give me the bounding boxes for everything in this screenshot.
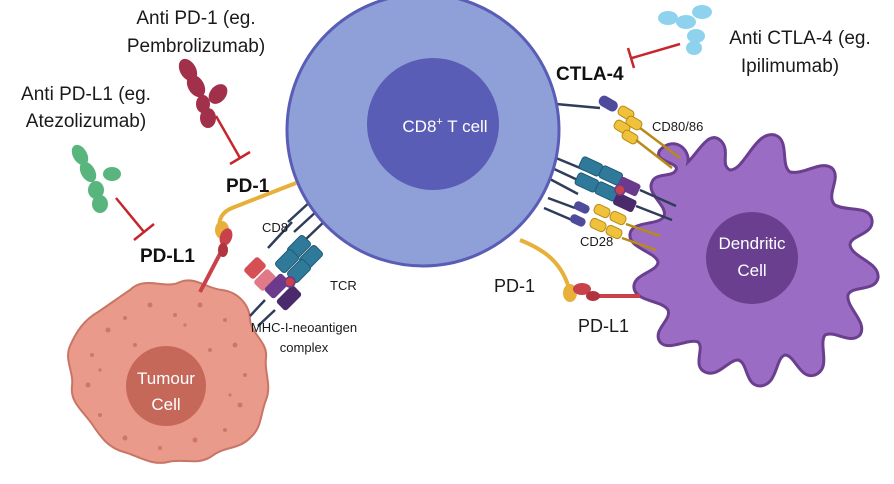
pd1-pdl1-left: [198, 181, 297, 293]
anti-pd1-inhibition-line: [214, 115, 251, 166]
t-cell: CD8+ T cell: [285, 0, 561, 268]
tcr-mhc-complex: [244, 199, 329, 327]
pd1-receptor-right: [519, 238, 570, 286]
anti-pdl1-label-line2: Atezolizumab): [26, 111, 146, 132]
ctla4-label: CTLA-4: [556, 64, 624, 85]
mhc-label-line2: complex: [280, 340, 329, 355]
dendritic-cell-nucleus: [706, 212, 798, 304]
pd1-right-label: PD-1: [494, 276, 535, 296]
tcr-mhc-right: [547, 156, 677, 222]
cd28-cd80-lower: [543, 196, 661, 252]
tumour-cell-speckles: [85, 302, 247, 450]
cd28-receptor: [573, 201, 590, 214]
pdl1-right-label: PD-L1: [578, 316, 629, 336]
anti-pdl1-label-line1: Anti PD-L1 (eg.: [21, 84, 151, 105]
pdl1-left-label: PD-L1: [140, 246, 195, 267]
dendritic-cell-label-line2: Cell: [737, 261, 766, 280]
tumour-cell-label-line1: Tumour: [137, 369, 195, 388]
dendritic-cell-label-line1: Dendritic: [718, 234, 786, 253]
pd1-pdl1-right: [519, 238, 640, 302]
mhc-label-line1: MHC-I-neoantigen: [251, 320, 357, 335]
anti-pdl1-inhibition-line: [115, 197, 155, 241]
tumour-cell: Tumour Cell: [67, 279, 270, 464]
tcr-label: TCR: [330, 278, 357, 293]
anti-pd1-label-line2: Pembrolizumab): [127, 36, 265, 57]
mhc-neoantigen: [249, 273, 302, 327]
dendritic-cell: Dendritic Cell: [628, 133, 880, 388]
anti-pd1-antibody: [178, 58, 228, 128]
cd8-label: CD8: [262, 220, 288, 235]
anti-ctla4-inhibition-line: [626, 42, 681, 69]
t-cell-nucleus: [367, 58, 499, 190]
anti-pdl1-antibody: [71, 144, 121, 213]
cd80-86-label: CD80/86: [652, 119, 703, 134]
anti-pd1-label-line1: Anti PD-1 (eg.: [136, 8, 255, 29]
t-cell-label: CD8+ T cell: [402, 116, 487, 136]
ctla4-receptor: [598, 95, 618, 112]
cd80-86-ligand-upper: [613, 105, 681, 169]
ctla4-receptor-group: [555, 95, 618, 112]
cd8-coreceptor: [244, 221, 293, 291]
pd1-left-label: PD-1: [226, 176, 270, 197]
pdl1-ligand-left: [198, 249, 224, 293]
anti-ctla4-antibody: [658, 5, 712, 55]
tumour-cell-label-line2: Cell: [151, 395, 180, 414]
tumour-cell-nucleus: [126, 346, 206, 426]
cd28-label: CD28: [580, 234, 613, 249]
tcr-receptor: [275, 235, 323, 283]
anti-ctla4-label-line2: Ipilimumab): [741, 56, 839, 77]
anti-ctla4-label-line1: Anti CTLA-4 (eg.: [729, 28, 871, 49]
